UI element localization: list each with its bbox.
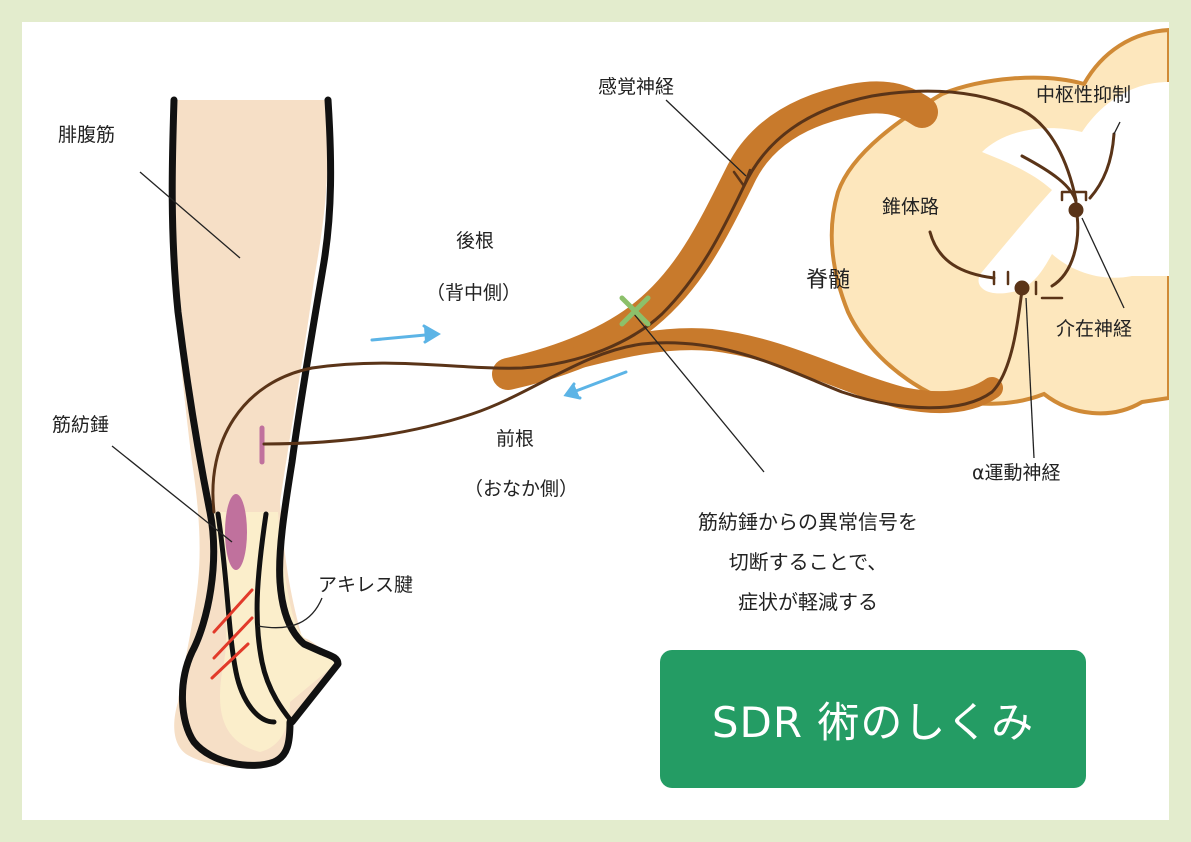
label-dorsal-side: （背中側）: [426, 282, 522, 304]
motor-fiber: [262, 288, 1024, 446]
cut-mark-icon: [619, 295, 651, 327]
note-line: 筋紡錘からの異常信号を: [698, 510, 918, 534]
sensory-arrowhead: [732, 168, 752, 188]
diagram-frame: 腓腹筋 筋紡錘 アキレス腱 後根 （背中側） 前根 （おなか側） 感覚神経 脊髄…: [22, 22, 1169, 820]
pointer-cut: [633, 313, 765, 473]
label-muscle-spindle: 筋紡錘: [52, 414, 110, 436]
inhibition-fiber: [1088, 132, 1116, 200]
heel-region: [214, 512, 338, 752]
incision-lines: [210, 588, 254, 680]
pointer-sensory: [665, 99, 747, 177]
note-line: 症状が軽減する: [738, 590, 878, 614]
achilles-inner-line: [215, 511, 277, 725]
pointer-alpha: [1025, 297, 1035, 459]
achilles-front-line: [254, 511, 295, 725]
muscle-spindle-shape: [225, 494, 247, 570]
leg-back-outline: [168, 96, 294, 769]
left-arrow-icon: [563, 370, 628, 400]
pyramidal-tract-fiber: [928, 230, 996, 280]
pointer-spindle: [111, 445, 233, 543]
procedure-note: 筋紡錘からの異常信号を 切断することで、 症状が軽減する: [658, 502, 958, 622]
label-gastrocnemius: 腓腹筋: [58, 124, 116, 146]
label-pyramidal-tract: 錐体路: [882, 196, 940, 218]
sensory-branch: [1020, 154, 1078, 204]
pointer-gastrocnemius: [139, 171, 241, 259]
diagram-artwork: [111, 27, 1169, 769]
interneuron-cell: [1068, 202, 1084, 218]
nerve-fibers: [211, 89, 1116, 514]
label-interneuron: 介在神経: [1056, 318, 1133, 340]
note-line: 切断することで、: [728, 550, 888, 574]
leg-front-outline: [276, 96, 342, 726]
label-sensory-nerve: 感覚神経: [598, 76, 675, 98]
right-arrow-icon: [370, 324, 441, 344]
page-title: SDR 術のしくみ: [711, 697, 1035, 747]
pointer-lines: [111, 99, 1125, 629]
title-banner: SDR 術のしくみ: [660, 650, 1086, 788]
label-achilles: アキレス腱: [318, 574, 414, 596]
interneuron-fiber: [1050, 206, 1080, 288]
calf-skin: [172, 100, 338, 768]
sensory-fiber: [211, 89, 1078, 514]
leg: [168, 96, 342, 769]
label-alpha-motor: α運動神経: [972, 462, 1061, 484]
label-central-inhibition: 中枢性抑制: [1036, 84, 1132, 106]
motor-neuron-cell: [1014, 280, 1030, 296]
label-spinal-cord: 脊髄: [806, 268, 851, 293]
label-ventral-root: 前根: [496, 428, 535, 450]
label-ventral-side: （おなか側）: [464, 478, 579, 500]
label-dorsal-root: 後根: [456, 230, 495, 252]
synapse-marks: [992, 190, 1088, 300]
pointer-interneuron: [1081, 217, 1125, 309]
pointer-inhibition: [1113, 121, 1121, 135]
pointer-achilles: [257, 597, 323, 629]
